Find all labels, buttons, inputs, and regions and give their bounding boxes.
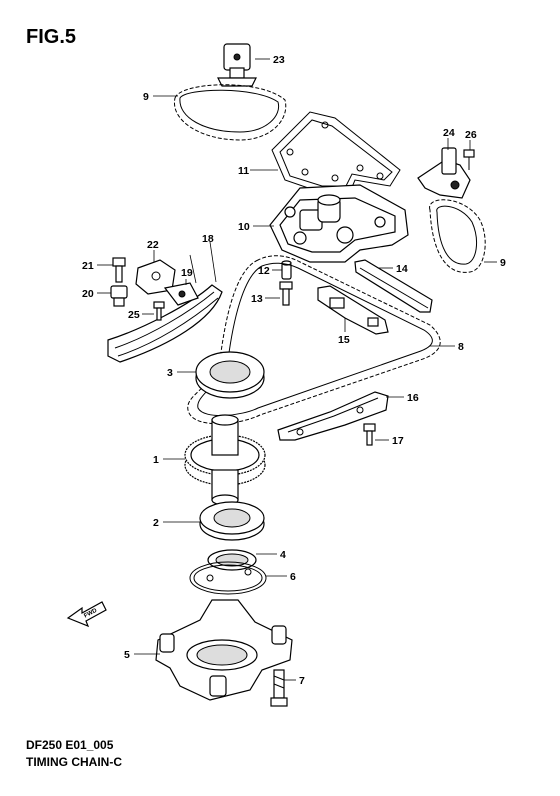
part-9-upper-chain [174,84,287,141]
part-9-right-chain [429,199,486,273]
part-18-tensioner-arm [107,284,223,363]
part-3-bearing [195,351,265,399]
part-19-tensioner-spring [163,282,199,306]
part-7-bolt [270,669,288,707]
part-17-bolt [363,423,376,446]
callout-2: 2 [153,517,159,529]
callout-21: 21 [82,260,94,272]
part-13-bolt [279,281,293,306]
part-15-chain-guide [317,285,389,335]
callout-20: 20 [82,288,94,300]
part-8-timing-chain [187,255,441,425]
callout-5: 5 [124,649,130,661]
part-4-seal [207,549,257,571]
callout-25: 25 [128,309,140,321]
callout-4: 4 [280,549,286,561]
callout-17: 17 [392,435,404,447]
part-26-bolt [463,149,475,170]
part-11-gasket [271,111,401,193]
callout-6: 6 [290,571,296,583]
part-6-gasket [189,561,267,595]
callout-8: 8 [458,341,464,353]
drawing-code: DF250 E01_005 [26,738,114,752]
part-1-gear [184,414,266,506]
part-25-bolt [153,301,165,321]
callout-3: 3 [167,367,173,379]
callout-12: 12 [258,265,270,277]
callout-15: 15 [338,334,350,346]
drawing-title: TIMING CHAIN-C [26,755,122,769]
part-14-chain-guide [354,259,433,313]
callout-26: 26 [465,129,477,141]
callout-16: 16 [407,392,419,404]
figure-label: FIG.5 [26,26,77,48]
part-21-bolt [112,257,126,283]
leader-lines [97,58,497,681]
callout-22: 22 [147,239,159,251]
part-24-tensioner-bracket [417,147,471,199]
callout-11: 11 [238,165,249,177]
callout-13: 13 [251,293,263,305]
callout-24: 24 [443,127,455,139]
callout-7: 7 [299,675,305,687]
callout-9-top: 9 [143,91,149,103]
part-2-bearing [199,501,265,541]
part-5-housing [155,599,293,701]
callout-10: 10 [238,221,250,233]
callout-9-right: 9 [500,257,506,269]
callout-18: 18 [202,233,214,245]
callout-19: 19 [181,267,193,279]
part-23-chain-clip [217,43,257,87]
callout-numbers: 23 9 11 10 24 26 9 12 13 14 15 8 18 22 1… [82,54,506,687]
fwd-arrow-icon: FWD [66,601,107,628]
part-20-collar [110,285,128,307]
part-16-chain-guide [277,391,389,441]
part-12-pin [281,260,292,280]
callout-1: 1 [153,454,159,466]
part-10-housing [269,184,409,263]
callout-14: 14 [396,263,408,275]
callout-23: 23 [273,54,285,66]
